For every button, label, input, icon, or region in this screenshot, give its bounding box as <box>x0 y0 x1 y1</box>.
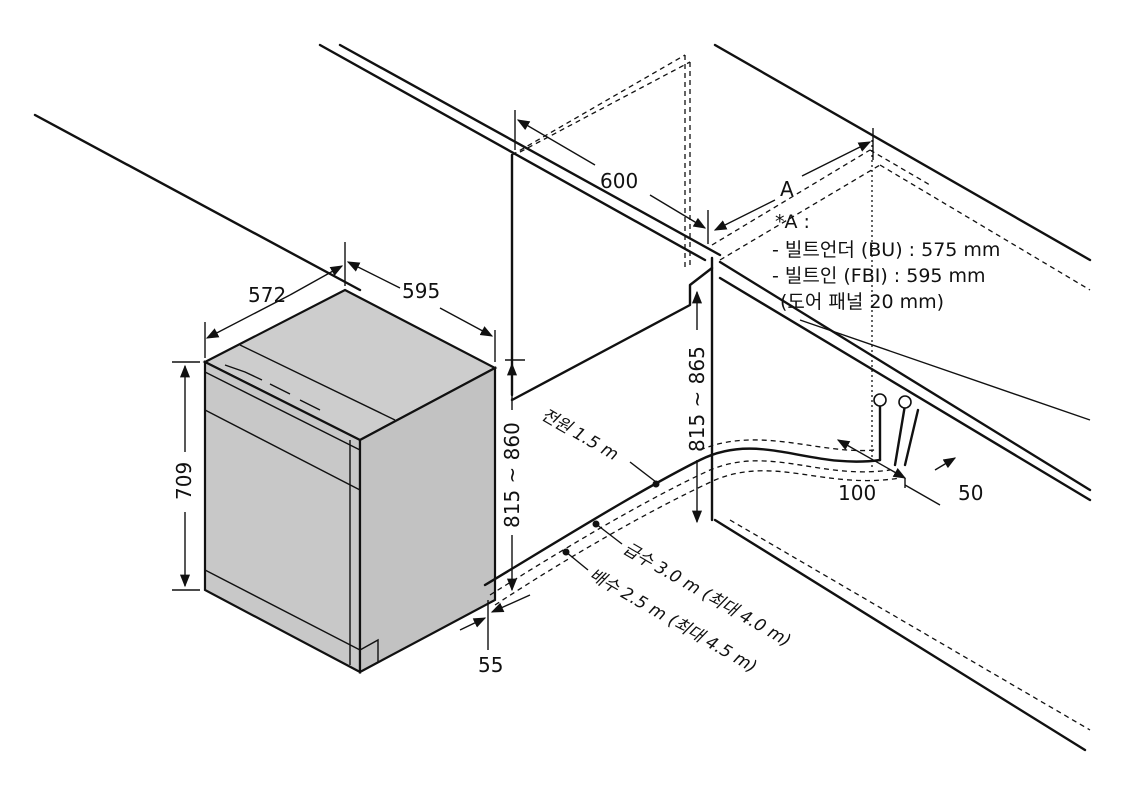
niche-outline <box>510 54 1091 731</box>
niche-width-label: 600 <box>600 169 638 193</box>
height-label: 709 <box>172 462 196 500</box>
power-cord-label: 전원 1.5 m <box>538 405 622 465</box>
niche-height-front-label: 815 ~ 860 <box>500 422 524 528</box>
hole-width-label: 100 <box>838 481 876 505</box>
hole-depth-label: 50 <box>958 481 983 505</box>
depth-label: 572 <box>248 283 286 307</box>
hoses <box>483 393 920 606</box>
kitchen-counter-lines <box>33 43 1092 752</box>
dishwasher-body <box>202 288 498 674</box>
note-fbi: - 빌트인 (FBI) : 595 mm <box>772 265 986 287</box>
niche-height-back-label: 815 ~ 865 <box>685 346 709 452</box>
width-label: 595 <box>402 279 440 303</box>
dimension-lines <box>172 110 957 650</box>
note-door-panel: (도어 패널 20 mm) <box>780 291 944 313</box>
note-title: *A : <box>775 211 810 233</box>
note-bu: - 빌트언더 (BU) : 575 mm <box>772 239 1000 261</box>
dishwasher-side <box>358 366 497 674</box>
kick-depth-label: 55 <box>478 653 503 677</box>
a-label: A <box>780 177 794 201</box>
